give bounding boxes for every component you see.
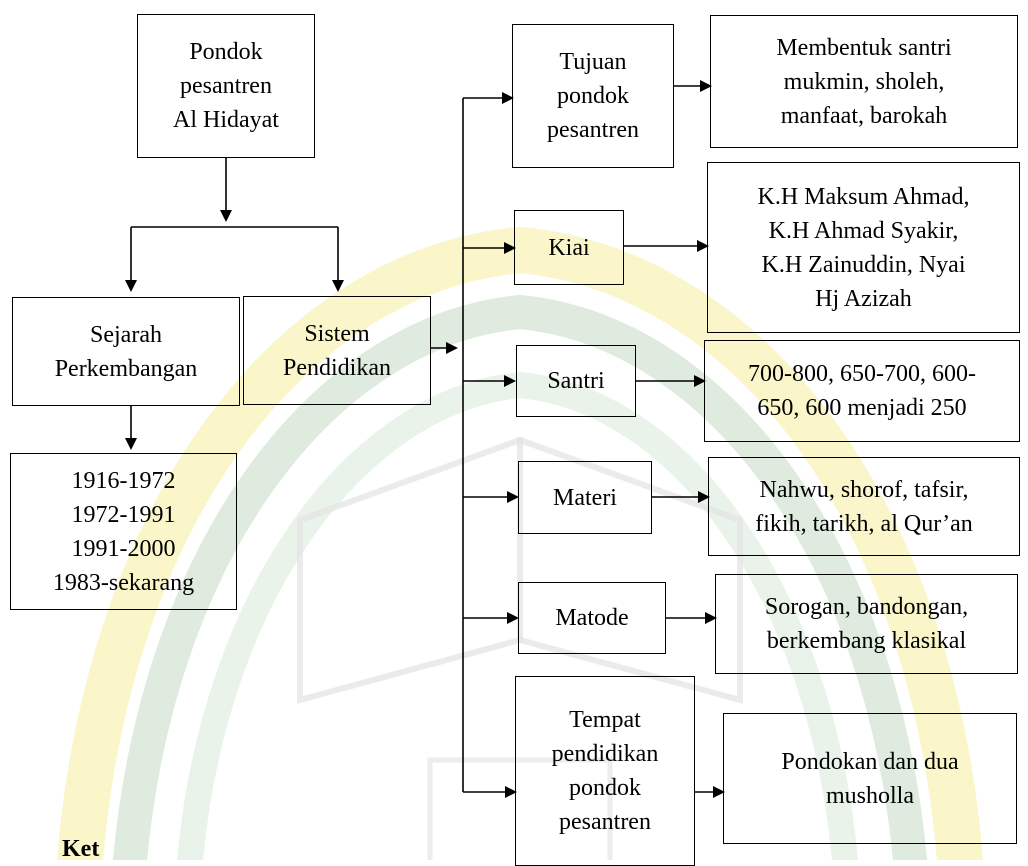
years-node: 1916-1972 1972-1991 1991-2000 1983-sekar… <box>10 453 237 610</box>
metode-node: Matode <box>518 582 666 654</box>
tujuan-node: Tujuan pondok pesantren <box>512 24 674 168</box>
tujuan-detail: Membentuk santri mukmin, sholeh, manfaat… <box>710 15 1018 148</box>
tempat-detail: Pondokan dan dua musholla <box>723 713 1017 844</box>
metode-detail: Sorogan, bandongan, berkembang klasikal <box>715 574 1018 674</box>
footer-label: Ket <box>62 836 100 862</box>
root-node: Pondok pesantren Al Hidayat <box>137 14 315 158</box>
kiai-detail: K.H Maksum Ahmad, K.H Ahmad Syakir, K.H … <box>707 162 1020 333</box>
santri-detail: 700-800, 650-700, 600- 650, 600 menjadi … <box>704 340 1020 442</box>
materi-node: Materi <box>518 461 652 534</box>
sistem-node: Sistem Pendidikan <box>243 296 431 405</box>
sejarah-node: Sejarah Perkembangan <box>12 297 240 406</box>
tempat-node: Tempat pendidikan pondok pesantren <box>515 676 695 866</box>
santri-node: Santri <box>516 345 636 417</box>
materi-detail: Nahwu, shorof, tafsir, fikih, tarikh, al… <box>708 457 1020 556</box>
kiai-node: Kiai <box>514 210 624 285</box>
